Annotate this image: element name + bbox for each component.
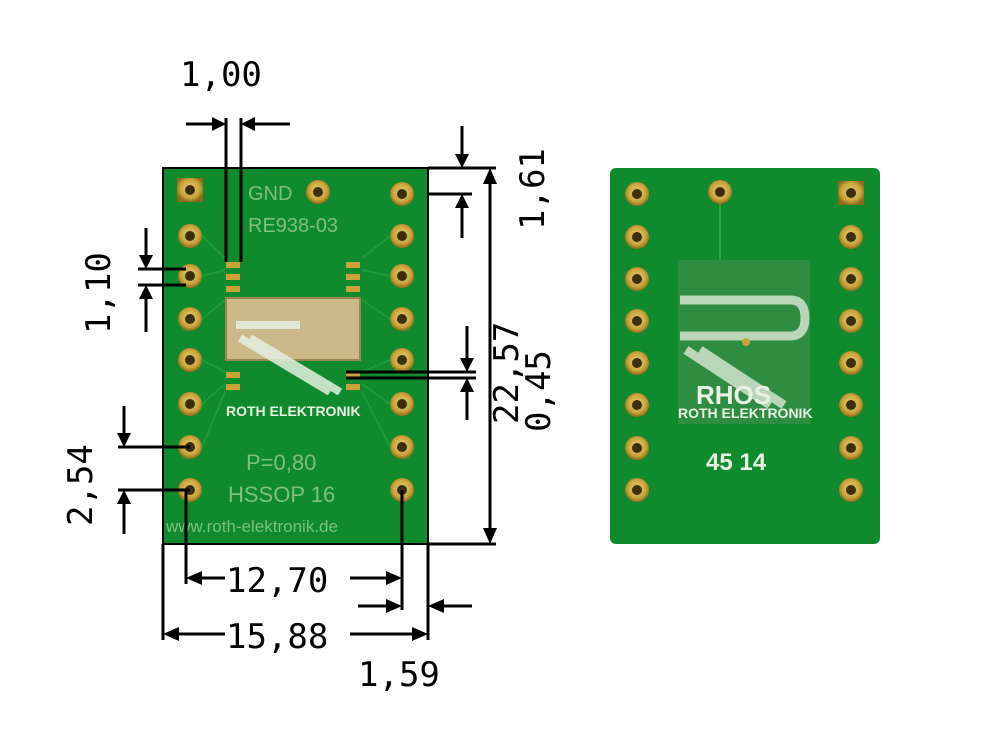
pad	[625, 309, 649, 333]
dim-pad-width: 1,00	[180, 55, 262, 95]
back-logo-mark	[680, 295, 810, 409]
back-left-pads	[625, 182, 649, 502]
dim-pad-row-span: 12,70	[226, 561, 328, 601]
url-text: www.roth-elektronik.de	[165, 517, 338, 536]
pad	[390, 224, 414, 248]
pad	[178, 348, 202, 372]
logo-mark	[236, 321, 343, 396]
pad	[839, 436, 863, 460]
pad	[839, 225, 863, 249]
dim-edge-to-pad-col: 1,59	[358, 655, 440, 695]
pad	[625, 267, 649, 291]
pad	[839, 351, 863, 375]
pad	[838, 181, 864, 205]
pitch-label: P=0,80	[246, 450, 316, 475]
dim-edge-to-pin1: 1,61	[513, 148, 553, 230]
pad	[390, 392, 414, 416]
dimension-lines	[118, 118, 496, 640]
dimension-arrowheads	[117, 117, 497, 641]
pad	[178, 392, 202, 416]
dim-row-pitch: 2,54	[61, 444, 101, 526]
front-logo-text: ROTH ELEKTRONIK	[226, 403, 361, 419]
pad	[625, 225, 649, 249]
dim-board-width: 15,88	[226, 617, 328, 657]
part-code: RE938-03	[248, 215, 338, 237]
back-logo-text: ROTH ELEKTRONIK	[678, 405, 813, 421]
pad	[390, 307, 414, 331]
back-board: RHOS ROTH ELEKTRONIK 45 14	[610, 168, 880, 544]
gnd-label: GND	[248, 183, 292, 205]
pad	[390, 264, 414, 288]
gnd-pad-back	[708, 180, 732, 204]
back-code: 45 14	[706, 449, 767, 476]
gnd-pad	[306, 180, 330, 204]
pad	[625, 478, 649, 502]
front-board: GND RE938-03 ROTH ELEKTRONIK P=0,80 HSSO…	[162, 167, 429, 545]
pad	[625, 351, 649, 375]
pad	[177, 178, 203, 202]
ic-footprint-pads	[226, 262, 360, 390]
pad	[178, 307, 202, 331]
dim-pad-height: 1,10	[79, 252, 119, 334]
back-right-pads	[838, 181, 864, 502]
pad	[178, 224, 202, 248]
pad	[839, 309, 863, 333]
pad	[839, 478, 863, 502]
dim-board-height: 22,57	[487, 322, 527, 424]
pad	[625, 182, 649, 206]
pad	[625, 393, 649, 417]
package-label: HSSOP 16	[228, 482, 335, 507]
front-right-pads	[390, 182, 414, 502]
front-traces	[201, 235, 391, 448]
rhos-text: RHOS	[696, 380, 771, 410]
via	[742, 338, 750, 346]
pad	[839, 393, 863, 417]
pad	[625, 436, 649, 460]
pad	[390, 435, 414, 459]
front-left-pads	[177, 178, 203, 502]
pad	[390, 182, 414, 206]
pad	[390, 348, 414, 372]
pad	[839, 267, 863, 291]
dim-pin-pitch-small: 0,45	[519, 350, 559, 432]
